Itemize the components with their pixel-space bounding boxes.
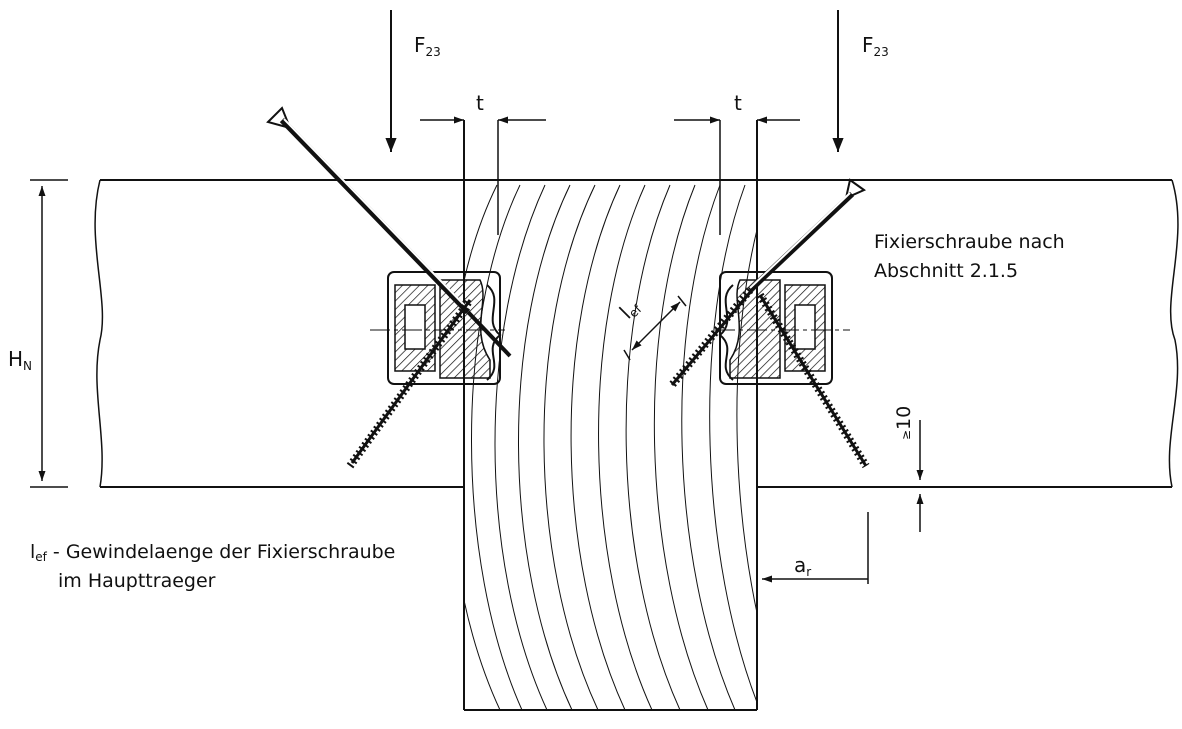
screw-left-upward	[346, 297, 474, 469]
note-fixierschraube-line2: Abschnitt 2.1.5	[874, 260, 1018, 282]
dimension-t-left	[420, 116, 546, 235]
screw-right-downward	[668, 178, 867, 388]
label-ar: ar	[794, 553, 811, 579]
label-lef: lef	[615, 294, 645, 324]
secondary-beam	[463, 120, 758, 711]
legend-line1: lef - Gewindelaenge der Fixierschraube	[30, 541, 395, 564]
dimension-ar	[762, 512, 869, 584]
label-min-10: ≥10	[893, 406, 915, 440]
label-force-right: F23	[862, 33, 889, 59]
wood-grain	[464, 184, 757, 710]
note-fixierschraube-line1: Fixierschraube nach	[874, 231, 1065, 253]
connector-right	[715, 271, 850, 385]
screw-left-downward	[266, 106, 512, 358]
main-beam	[94, 179, 1179, 488]
legend-line2: im Haupttraeger	[58, 570, 216, 592]
dimension-lef	[623, 295, 687, 361]
label-t-left: t	[476, 91, 484, 115]
label-force-left: F23	[414, 33, 441, 59]
dimension-hn	[30, 179, 68, 488]
screw-right-upward	[756, 292, 870, 469]
dimension-t-right	[674, 116, 800, 235]
label-hn: HN	[8, 347, 32, 373]
label-t-right: t	[734, 91, 742, 115]
